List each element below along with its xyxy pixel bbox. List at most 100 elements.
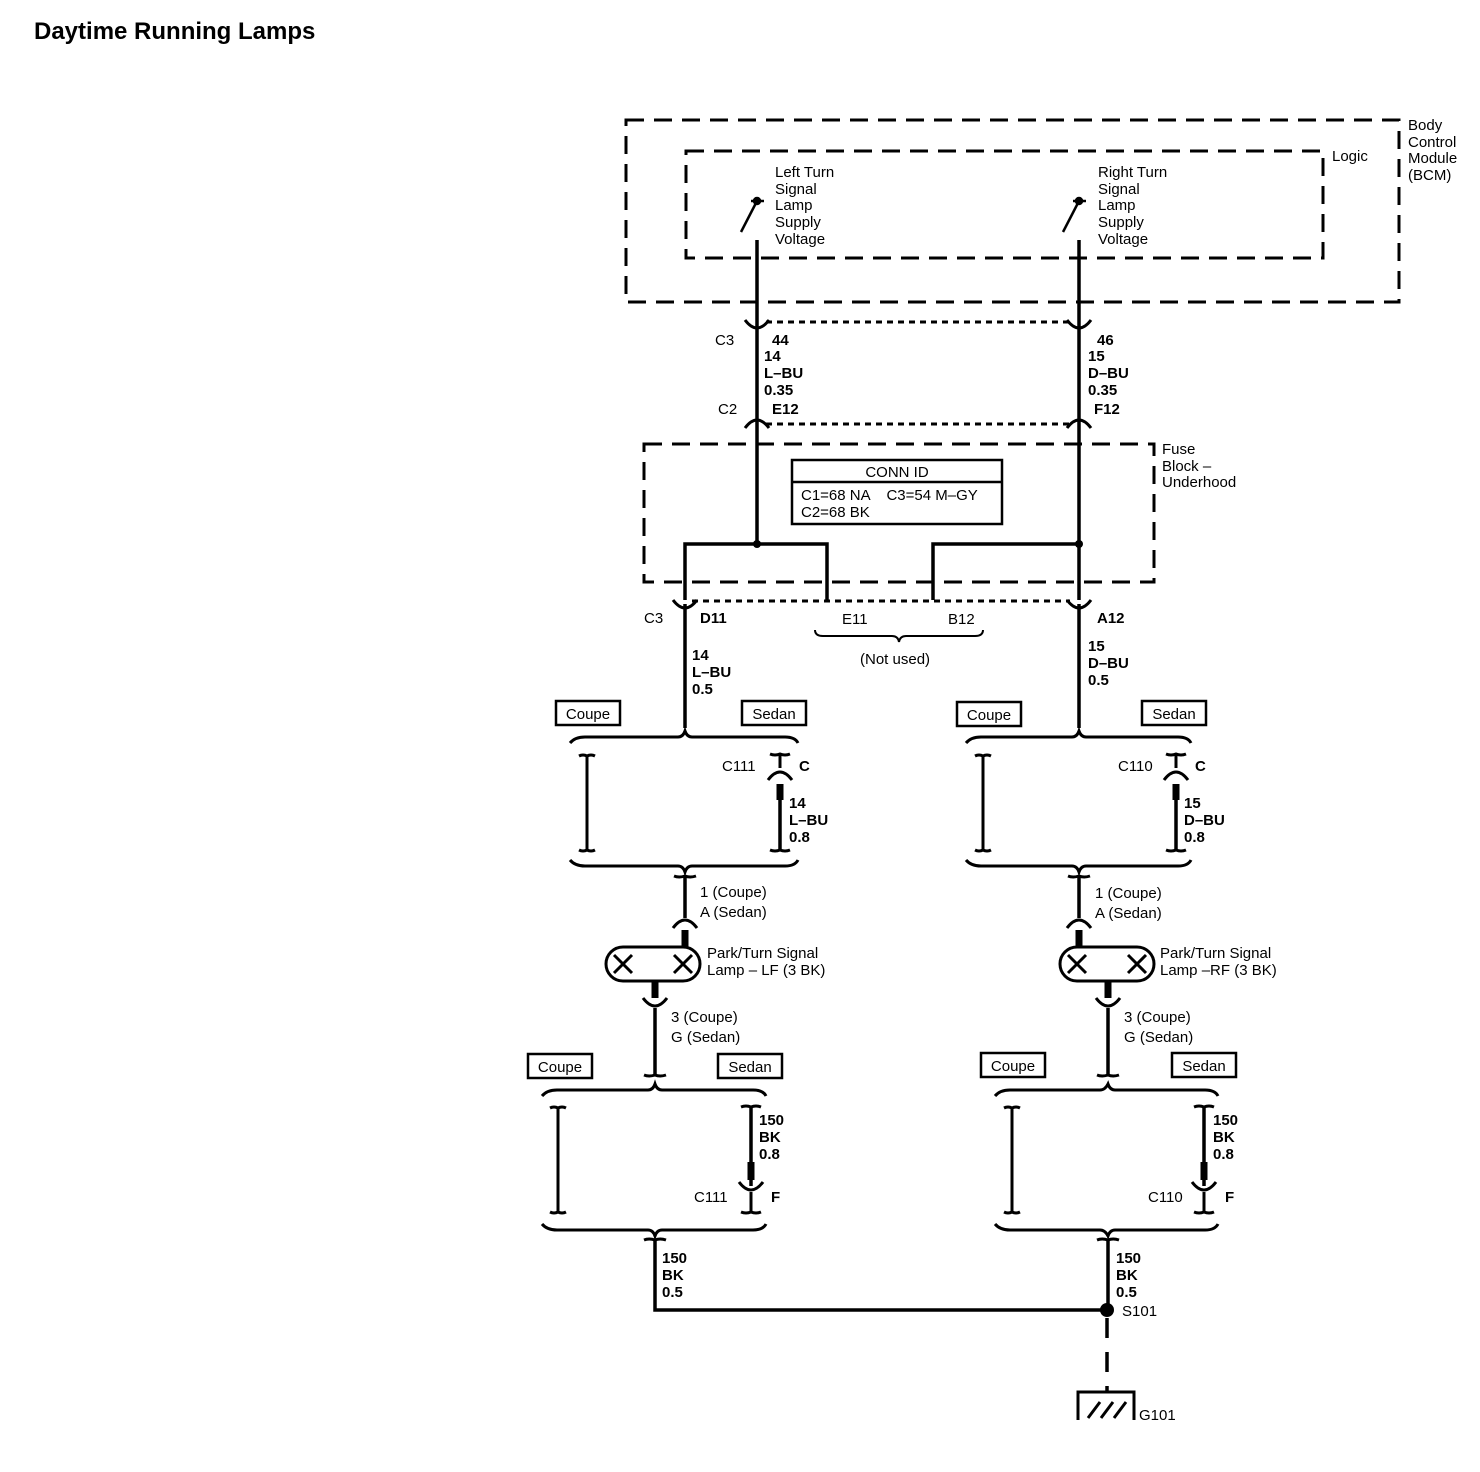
- conn-id-line-1: C1=68 NA C3=54 M–GY: [801, 487, 978, 504]
- conn-id-line-2: C2=68 BK: [801, 504, 870, 521]
- right-lamp-pin-1: 1 (Coupe): [1095, 885, 1162, 902]
- left-switch-line-5: Voltage: [775, 231, 825, 248]
- ground-icon: [1076, 1390, 1136, 1420]
- bcm-to-fuse-wires: [755, 240, 1081, 600]
- bcm-right-color: D–BU: [1088, 365, 1129, 382]
- bcm-module: Body Control Module (BCM) Logic Left Tur…: [624, 117, 1457, 304]
- left-junction-dot: [753, 540, 761, 548]
- left-coupe2-label: Coupe: [538, 1059, 582, 1076]
- right-c110f-name: C110: [1148, 1189, 1183, 1206]
- fuse-pin-e11: E11: [842, 611, 868, 628]
- left-switch-line-3: Lamp: [775, 197, 813, 214]
- right-ground-wire-circuit: 150: [1213, 1112, 1238, 1129]
- right-lamp-line-2: Lamp –RF (3 BK): [1160, 962, 1277, 979]
- bcm-label-line-2: Control: [1408, 134, 1456, 151]
- ground-label: G101: [1139, 1407, 1176, 1424]
- not-used-brace: [814, 629, 984, 643]
- left-final-wire-gauge: 0.5: [662, 1284, 683, 1301]
- right-c110-pin: C: [1195, 758, 1206, 775]
- left-coupe-label: Coupe: [566, 706, 610, 723]
- bcm-left-pin: 44: [772, 332, 789, 349]
- left-sedan2-label: Sedan: [728, 1059, 771, 1076]
- right-ground-pin-1: 3 (Coupe): [1124, 1009, 1191, 1026]
- bcm-left-gauge: 0.35: [764, 382, 793, 399]
- not-used-label: (Not used): [860, 651, 930, 668]
- right-final-wire: [1096, 1237, 1120, 1310]
- left-lamp-icon: [604, 945, 702, 983]
- right-option-bracket-top: [964, 726, 1193, 877]
- right-sedan-label: Sedan: [1152, 706, 1195, 723]
- right-lamp-line-1: Park/Turn Signal: [1160, 945, 1271, 962]
- right-final-wire-circuit: 150: [1116, 1250, 1141, 1267]
- right-final-wire-gauge: 0.5: [1116, 1284, 1137, 1301]
- right-final-wire-color: BK: [1116, 1267, 1138, 1284]
- right-c110-connector-icon: [1162, 752, 1190, 853]
- left-coupe-box: [554, 699, 622, 727]
- left-option-bracket-top: [568, 726, 800, 877]
- left-ground-pin-2: G (Sedan): [671, 1029, 740, 1046]
- left-lamp-ground-wire: [641, 982, 669, 1078]
- left-ground-wire-color: BK: [759, 1129, 781, 1146]
- bcm-right-gauge: 0.35: [1088, 382, 1117, 399]
- bcm-label-line-1: Body: [1408, 117, 1443, 134]
- right-ground-wire-color: BK: [1213, 1129, 1235, 1146]
- left-circuit-path: 14 L–BU 0.5 Coupe Sedan C111 C 14 L–BU 0…: [526, 604, 1107, 1312]
- left-c111-connector-icon: [766, 752, 794, 853]
- left-coupe2-box: [526, 1052, 594, 1080]
- fuse-label-line-3: Underhood: [1162, 474, 1236, 491]
- left-c111-name: C111: [722, 758, 756, 775]
- right-circuit-path: 15 D–BU 0.5 Coupe Sedan C110 C 15 D–BU 0…: [955, 604, 1277, 1310]
- left-lamp-pin-1: 1 (Coupe): [700, 884, 767, 901]
- left-c111f-pin: F: [771, 1189, 780, 1206]
- left-lamp-line-1: Park/Turn Signal: [707, 945, 818, 962]
- right-lamp-feed: [1065, 874, 1093, 948]
- right-lamp-pin-2: A (Sedan): [1095, 905, 1162, 922]
- left-switch-icon: [739, 196, 764, 233]
- left-c111f-name: C111: [694, 1189, 728, 1206]
- right-switch-line-4: Supply: [1098, 214, 1144, 231]
- left-lamp-feed: [671, 874, 699, 948]
- left-wire-circuit: 14: [692, 647, 709, 664]
- right-coupe-box: [955, 700, 1023, 728]
- conn-id-title: CONN ID: [865, 464, 929, 481]
- right-sedan-wire-circuit: 15: [1184, 795, 1201, 812]
- right-coupe-label: Coupe: [967, 707, 1011, 724]
- bcm-label-line-3: Module: [1408, 150, 1457, 167]
- right-c110f-connector-icon: [1190, 1104, 1218, 1215]
- logic-outline: [684, 149, 1325, 260]
- right-sedan-wire-gauge: 0.8: [1184, 829, 1205, 846]
- fuse-label-line-2: Block –: [1162, 458, 1212, 475]
- right-lamp-icon: [1058, 945, 1156, 983]
- right-switch-line-5: Voltage: [1098, 231, 1148, 248]
- page-title: Daytime Running Lamps: [34, 18, 316, 45]
- fuse-top-connector: C2: [718, 401, 737, 418]
- fuse-top-left-pin: E12: [772, 401, 799, 418]
- right-c110-name: C110: [1118, 758, 1153, 775]
- left-sedan-wire-gauge: 0.8: [789, 829, 810, 846]
- right-sedan-box: [1140, 699, 1208, 727]
- left-switch-line-4: Supply: [775, 214, 821, 231]
- right-ground-pin-2: G (Sedan): [1124, 1029, 1193, 1046]
- splice-label: S101: [1122, 1303, 1157, 1320]
- left-sedan2-box: [716, 1052, 784, 1080]
- right-coupe2-label: Coupe: [991, 1058, 1035, 1075]
- left-wire-gauge: 0.5: [692, 681, 713, 698]
- fuse-bottom-connector: C3: [644, 610, 663, 627]
- left-final-wire: [643, 1237, 1107, 1312]
- right-switch-line-2: Signal: [1098, 181, 1140, 198]
- bcm-right-circuit: 15: [1088, 348, 1105, 365]
- bcm-connector-outline: [692, 320, 1070, 603]
- bcm-connector-left-name: C3: [715, 332, 734, 349]
- right-switch-icon: [1061, 196, 1086, 233]
- left-switch-line-1: Left Turn: [775, 164, 834, 181]
- left-final-wire-circuit: 150: [662, 1250, 687, 1267]
- left-c111-pin: C: [799, 758, 810, 775]
- bcm-right-pin: 46: [1097, 332, 1114, 349]
- right-switch-line-1: Right Turn: [1098, 164, 1167, 181]
- right-c110f-pin: F: [1225, 1189, 1234, 1206]
- left-final-wire-color: BK: [662, 1267, 684, 1284]
- right-wire-color: D–BU: [1088, 655, 1129, 672]
- right-coupe2-box: [979, 1051, 1047, 1079]
- left-ground-wire-gauge: 0.8: [759, 1146, 780, 1163]
- left-option-bracket-bottom: [540, 1079, 768, 1241]
